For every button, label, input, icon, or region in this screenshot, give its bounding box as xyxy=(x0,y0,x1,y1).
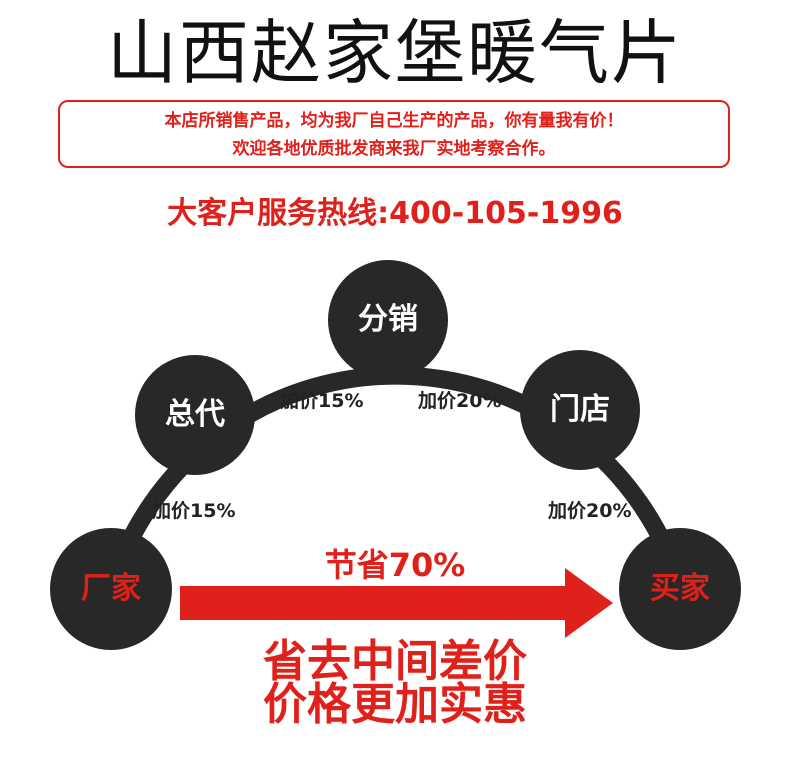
notice-box: 本店所销售产品，均为我厂自己生产的产品，你有量我有价！ 欢迎各地优质批发商来我厂… xyxy=(58,100,730,168)
savings-arrow xyxy=(180,568,613,638)
slogan-line-1: 省去中间差价 xyxy=(263,636,527,687)
node-circle-buyer xyxy=(619,528,741,650)
node-circle-store xyxy=(520,350,640,470)
node-distribution: 分销 xyxy=(358,302,418,337)
markup-label: 加价15% xyxy=(152,500,236,522)
notice-line-1: 本店所销售产品，均为我厂自己生产的产品，你有量我有价！ xyxy=(164,111,624,131)
node-circle-general-agent xyxy=(135,355,255,475)
node-factory: 厂家 xyxy=(81,571,141,606)
markup-label: 加价20% xyxy=(418,390,502,412)
savings-label: 节省70% xyxy=(324,546,466,584)
node-circle-distribution xyxy=(328,260,448,380)
node-circle-factory xyxy=(50,528,172,650)
node-store: 门店 xyxy=(550,392,610,427)
node-general-agent: 总代 xyxy=(165,397,225,432)
node-buyer: 买家 xyxy=(650,571,710,606)
slogan-line-2: 价格更加实惠 xyxy=(263,679,527,730)
page-title: 山西赵家堡暖气片 xyxy=(107,12,683,94)
markup-label: 加价20% xyxy=(548,500,632,522)
notice-line-2: 欢迎各地优质批发商来我厂实地考察合作。 xyxy=(232,139,556,159)
markup-label: 加价15% xyxy=(280,390,364,412)
hotline-text: 大客户服务热线:400-105-1996 xyxy=(167,196,623,231)
